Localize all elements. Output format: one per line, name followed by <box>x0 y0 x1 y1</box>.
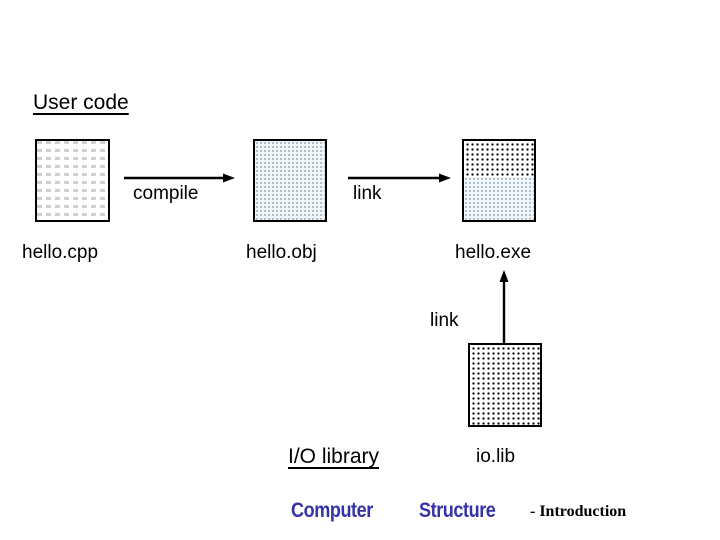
node-label-hello-exe: hello.exe <box>455 242 532 263</box>
heading-user-code: User code <box>33 91 129 114</box>
node-hello-cpp[interactable] <box>35 139 110 222</box>
arrow-link-horizontal <box>348 172 452 184</box>
node-label-io-lib: io.lib <box>476 446 516 467</box>
footer-word-structure: Structure <box>419 499 496 522</box>
footer-word-computer: Computer <box>291 499 373 522</box>
node-hello-exe-lib-region <box>464 141 534 178</box>
node-hello-obj[interactable] <box>253 139 327 222</box>
footer: Computer Structure - Introduction <box>0 498 720 528</box>
node-label-hello-obj: hello.obj <box>246 242 317 263</box>
node-label-hello-cpp: hello.cpp <box>22 242 99 263</box>
node-hello-exe-obj-region <box>464 177 534 220</box>
edge-label-link-vertical: link <box>430 310 459 331</box>
edge-label-compile: compile <box>133 183 199 204</box>
arrow-compile <box>124 172 236 184</box>
footer-suffix: - Introduction <box>530 503 627 520</box>
edge-label-link-horizontal: link <box>353 183 382 204</box>
node-hello-exe[interactable] <box>462 139 536 222</box>
heading-io-library: I/O library <box>288 445 380 468</box>
node-io-lib[interactable] <box>468 343 542 427</box>
arrow-link-vertical <box>498 270 510 344</box>
